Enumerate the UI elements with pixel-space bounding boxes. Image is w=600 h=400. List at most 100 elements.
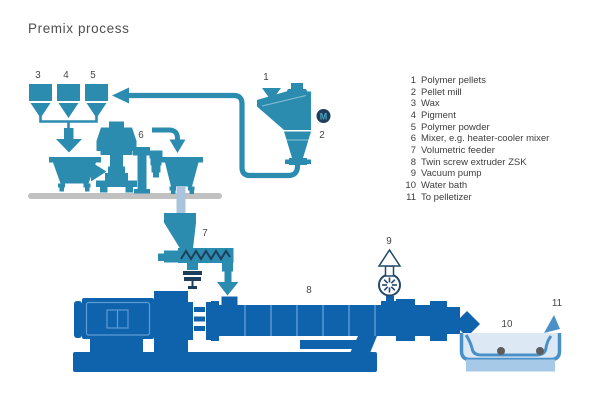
feeder-motor-block xyxy=(187,263,198,270)
barrel-flange xyxy=(211,301,219,341)
mixer-lift-column xyxy=(133,147,163,194)
feed-arrow-stem xyxy=(224,271,232,283)
pellet-mill: M xyxy=(257,83,331,165)
cart-rim xyxy=(49,157,101,163)
coupling-plate xyxy=(206,302,211,340)
gearbox xyxy=(154,291,188,352)
marker-9: 9 xyxy=(386,236,391,247)
pump-base-plate xyxy=(381,301,399,305)
legend-item-11: 11 To pelletizer xyxy=(389,192,594,204)
cart-caster xyxy=(58,183,65,188)
mill-funnel-body xyxy=(257,91,311,130)
hopper-outlet-icon xyxy=(30,103,51,118)
coupling-bar xyxy=(194,316,205,322)
legend-item-label: Water bath xyxy=(421,179,468,191)
coupling-bar xyxy=(194,326,205,331)
legend-item-number: 8 xyxy=(410,156,416,168)
vacuum-pump xyxy=(377,248,402,306)
legend-item-label: Twin screw extruder ZSK xyxy=(421,156,527,168)
mixer-neck xyxy=(110,155,123,161)
legend-item-7: 7 Volumetric feeder xyxy=(389,145,594,157)
barrel-end-block xyxy=(430,301,447,341)
mixing-tool-segment xyxy=(153,172,159,178)
cart-caster xyxy=(188,186,195,191)
barrel-vent-block xyxy=(396,299,415,341)
legend-item-6: 6 Mixer, e.g. heater-cooler mixer xyxy=(389,133,594,145)
hopper-body xyxy=(29,84,52,101)
feeder-motor-fin xyxy=(184,277,201,281)
marker-4: 4 xyxy=(63,70,69,81)
legend-item-number: 6 xyxy=(410,133,416,145)
column-foot xyxy=(134,189,150,194)
mill-motor-badge xyxy=(316,109,331,123)
legend-item-number: 1 xyxy=(410,75,416,86)
hopper-polymer-powder xyxy=(85,84,108,118)
twin-screw-extruder xyxy=(73,291,480,372)
mixing-tool-segment xyxy=(149,150,163,159)
legend-item-number: 10 xyxy=(405,179,416,191)
cart-rim xyxy=(161,157,203,163)
mixer-skirt xyxy=(100,151,133,155)
flange-nub xyxy=(306,159,311,164)
cart-body xyxy=(165,162,199,187)
mixer-stand-top xyxy=(110,160,123,167)
legend-item-5: 5 Polymer powder xyxy=(389,122,594,134)
legend-item-4: 4 Pigment xyxy=(389,110,594,122)
strand-roller xyxy=(536,347,544,355)
mill-inlet-collar xyxy=(291,83,303,89)
mill-cone xyxy=(284,131,311,158)
legend-item-label: Volumetric feeder xyxy=(421,144,495,156)
dolly-wheel xyxy=(100,187,108,193)
cart-wheel xyxy=(189,190,194,194)
mixer-cap xyxy=(109,121,124,128)
right-arrow-stem xyxy=(82,167,91,176)
marker-6: 6 xyxy=(138,130,144,141)
water-bath xyxy=(459,315,562,372)
barrel-support-rail xyxy=(300,340,358,349)
legend-item-label: Mixer, e.g. heater-cooler mixer xyxy=(421,133,550,145)
legend-item-number: 7 xyxy=(410,144,416,156)
legend-item-label: To pelletizer xyxy=(421,191,472,203)
heater-cooler-mixer xyxy=(96,121,137,193)
legend-item-label: Polymer powder xyxy=(421,121,490,133)
legend-item-label: Polymer pellets xyxy=(421,75,486,86)
cart-caster xyxy=(169,186,176,191)
hopper-body xyxy=(85,84,108,101)
legend-item-number: 5 xyxy=(410,121,416,133)
feeder-hopper-cone xyxy=(164,222,196,249)
marker-11: 11 xyxy=(552,298,562,309)
cart-wheel xyxy=(59,187,64,192)
barrel-inlet-block xyxy=(221,296,238,306)
pelletizer-arrow-icon xyxy=(544,315,560,333)
mixing-tool-segment xyxy=(151,165,161,173)
legend-item-number: 3 xyxy=(410,98,416,110)
legend: 1 Polymer pellets 2 Pellet mill 3 Wax 4 … xyxy=(389,75,594,203)
polymer-strand xyxy=(464,334,553,357)
legend-item-number: 2 xyxy=(410,86,416,98)
motor-panel-outline xyxy=(85,301,151,336)
pellet-input-arrow-icon xyxy=(262,88,281,101)
marker-5: 5 xyxy=(90,70,96,81)
coupling-bar xyxy=(194,307,205,312)
column-head xyxy=(133,147,150,156)
marker-2: 2 xyxy=(319,130,324,141)
feed-arrow-icon xyxy=(217,282,239,296)
legend-item-3: 3 Wax xyxy=(389,98,594,110)
legend-item-10: 10 Water bath xyxy=(389,180,594,192)
cart-caster xyxy=(83,183,91,188)
marker-1: 1 xyxy=(263,72,268,83)
hopper-body xyxy=(57,84,80,101)
mixer-dolly xyxy=(96,180,137,187)
marker-3: 3 xyxy=(35,70,41,81)
cart-wheel xyxy=(171,190,176,194)
coupling-plate xyxy=(188,302,193,340)
bath-base-slab xyxy=(466,359,555,372)
die-head xyxy=(454,311,480,337)
premix-cart-right xyxy=(161,157,203,194)
hopper-pigment xyxy=(57,84,80,118)
barrel-support-leg xyxy=(350,336,377,353)
mixer-dome xyxy=(96,127,137,141)
legend-item-label: Vacuum pump xyxy=(421,168,482,180)
